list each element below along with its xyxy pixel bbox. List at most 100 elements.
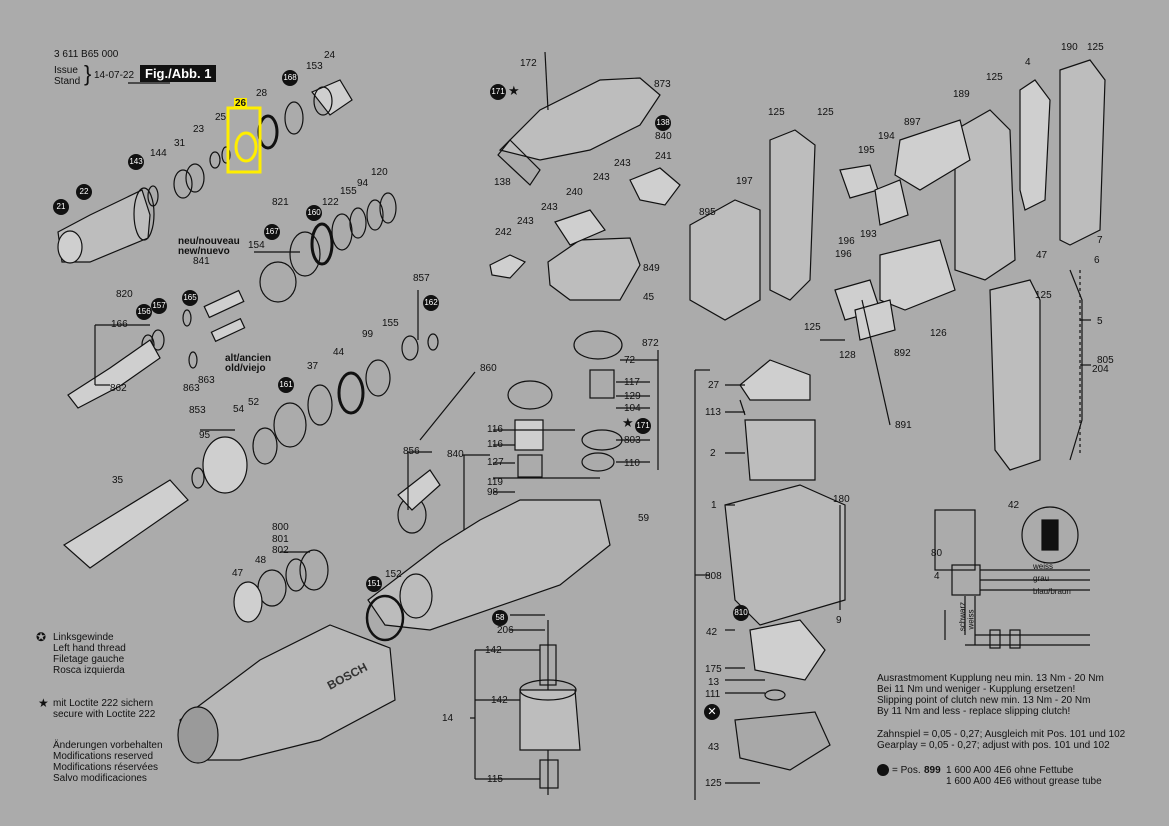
part-125b: 125 (1087, 42, 1104, 53)
wiring-ref-4: 4 (934, 571, 940, 582)
part-98: 98 (487, 487, 499, 498)
issue-label: Issue (54, 65, 78, 76)
clutch-note-1: Ausrastmoment Kupplung neu min. 13 Nm - … (877, 673, 1104, 684)
legend-changes-2: Modifications reserved (53, 751, 154, 762)
figure-label: Fig./Abb. 1 (140, 65, 217, 82)
part-243c: 243 (541, 202, 558, 213)
part-142: 58 (492, 610, 508, 626)
part-166: 166 (111, 319, 128, 330)
part-175: 175 (705, 664, 722, 675)
part-42: 42 (706, 627, 718, 638)
loctite-star-icon: ★ (38, 696, 49, 710)
part-116b: 116 (487, 439, 503, 450)
part-1: 1 (711, 500, 717, 511)
issue-date: 14-07-22 (94, 70, 135, 81)
part-26: 26 (234, 98, 248, 109)
clutch-note-3: Slipping point of clutch new min. 13 Nm … (877, 695, 1091, 706)
doc-number: 3 611 B65 000 (54, 49, 119, 60)
wire-weiss-2: weiss (966, 609, 976, 630)
part-125: 125 (705, 778, 722, 789)
part-873: 873 (654, 79, 671, 90)
part-853: 853 (189, 405, 206, 416)
part-45: 45 (643, 292, 655, 303)
part-802: 802 (272, 545, 289, 556)
part-160: 160 (306, 205, 322, 221)
part-37: 37 (307, 361, 319, 372)
gear-note-1: Zahnspiel = 0,05 - 0,27; Ausgleich mit P… (877, 729, 1126, 740)
part-243b: 243 (593, 172, 610, 183)
part-120: 120 (371, 167, 388, 178)
part-4: 4 (1025, 57, 1031, 68)
part-197: 197 (736, 176, 753, 187)
part-15: 142 (491, 695, 508, 706)
part-856: 856 (403, 446, 420, 457)
part-9: 9 (836, 615, 842, 626)
part-821: 821 (272, 197, 289, 208)
part-167: 167 (264, 224, 280, 240)
part-189: 189 (953, 89, 970, 100)
part-27: 27 (708, 380, 720, 391)
pos-prefix: = Pos. (892, 765, 921, 776)
legend-left-hand-1: Linksgewinde (53, 632, 114, 643)
part-116: 116 (487, 424, 503, 435)
part-125g: 125 (804, 322, 821, 333)
part-155: 155 (340, 186, 357, 197)
part-849: 849 (643, 263, 660, 274)
wire-weiss: weiss (1033, 562, 1054, 571)
wire-blau: blau/braun (1033, 587, 1071, 596)
part-240: 240 (566, 187, 583, 198)
part-28: 28 (256, 88, 268, 99)
part-48: 48 (255, 555, 267, 566)
part-122: 122 (322, 197, 339, 208)
part-6: 5 (1097, 316, 1103, 327)
part-891: 128 (839, 350, 856, 361)
wiring-ref-80: 80 (931, 548, 943, 559)
part-143: 143 (128, 154, 144, 170)
part-125d: 125 (768, 107, 785, 118)
part-155b: 155 (382, 318, 399, 329)
clutch-note-2: Bei 11 Nm und weniger - Kupplung ersetze… (877, 684, 1076, 695)
legend-left-hand-4: Rosca izquierda (53, 665, 125, 676)
part-171b: 171 (635, 418, 651, 434)
part-862: 862 (110, 383, 127, 394)
part-153: 153 (306, 61, 323, 72)
part-115: 142 (485, 645, 502, 656)
wiring-ref-42: 42 (1008, 500, 1020, 511)
legend-left-hand-2: Left hand thread (53, 643, 126, 654)
part-243d: 243 (517, 216, 534, 227)
part-190: 190 (1061, 42, 1078, 53)
pos-note-1: 1 600 A00 4E6 ohne Fettube (946, 765, 1074, 776)
wire-grau: grau (1033, 574, 1050, 583)
left-hand-symbol-icon: ✪ (36, 630, 47, 644)
part-22: 22 (76, 184, 92, 200)
part-863: 863 (183, 383, 200, 394)
part-125e: 125 (817, 107, 834, 118)
part-872: 872 (642, 338, 659, 349)
part-138: 138 (655, 115, 671, 131)
part-52: 52 (248, 397, 260, 408)
part-119: 119 (487, 477, 503, 488)
part-125f: 125 (1035, 290, 1052, 301)
part-171: 171 (490, 84, 506, 100)
part-99: 99 (362, 329, 374, 340)
part-21: 21 (53, 199, 69, 215)
part-196b: 196 (835, 249, 852, 260)
part-111: 111 (705, 689, 721, 700)
part-154: 154 (248, 240, 265, 251)
part-172: 172 (520, 58, 537, 69)
part-138b: 138 (494, 177, 511, 188)
part-58: 110 (624, 458, 640, 469)
part-241: 241 (655, 151, 672, 162)
part-151: 151 (366, 576, 382, 592)
part-14: 206 (497, 625, 514, 636)
part-95: 95 (199, 430, 211, 441)
part-35: 35 (112, 475, 124, 486)
part-195: 195 (858, 145, 875, 156)
part-5: 805 (1097, 355, 1114, 366)
part-803: 14 (442, 713, 454, 724)
part-59: 803 (624, 435, 641, 446)
part-44: 44 (333, 347, 345, 358)
part-110: 115 (487, 774, 503, 785)
